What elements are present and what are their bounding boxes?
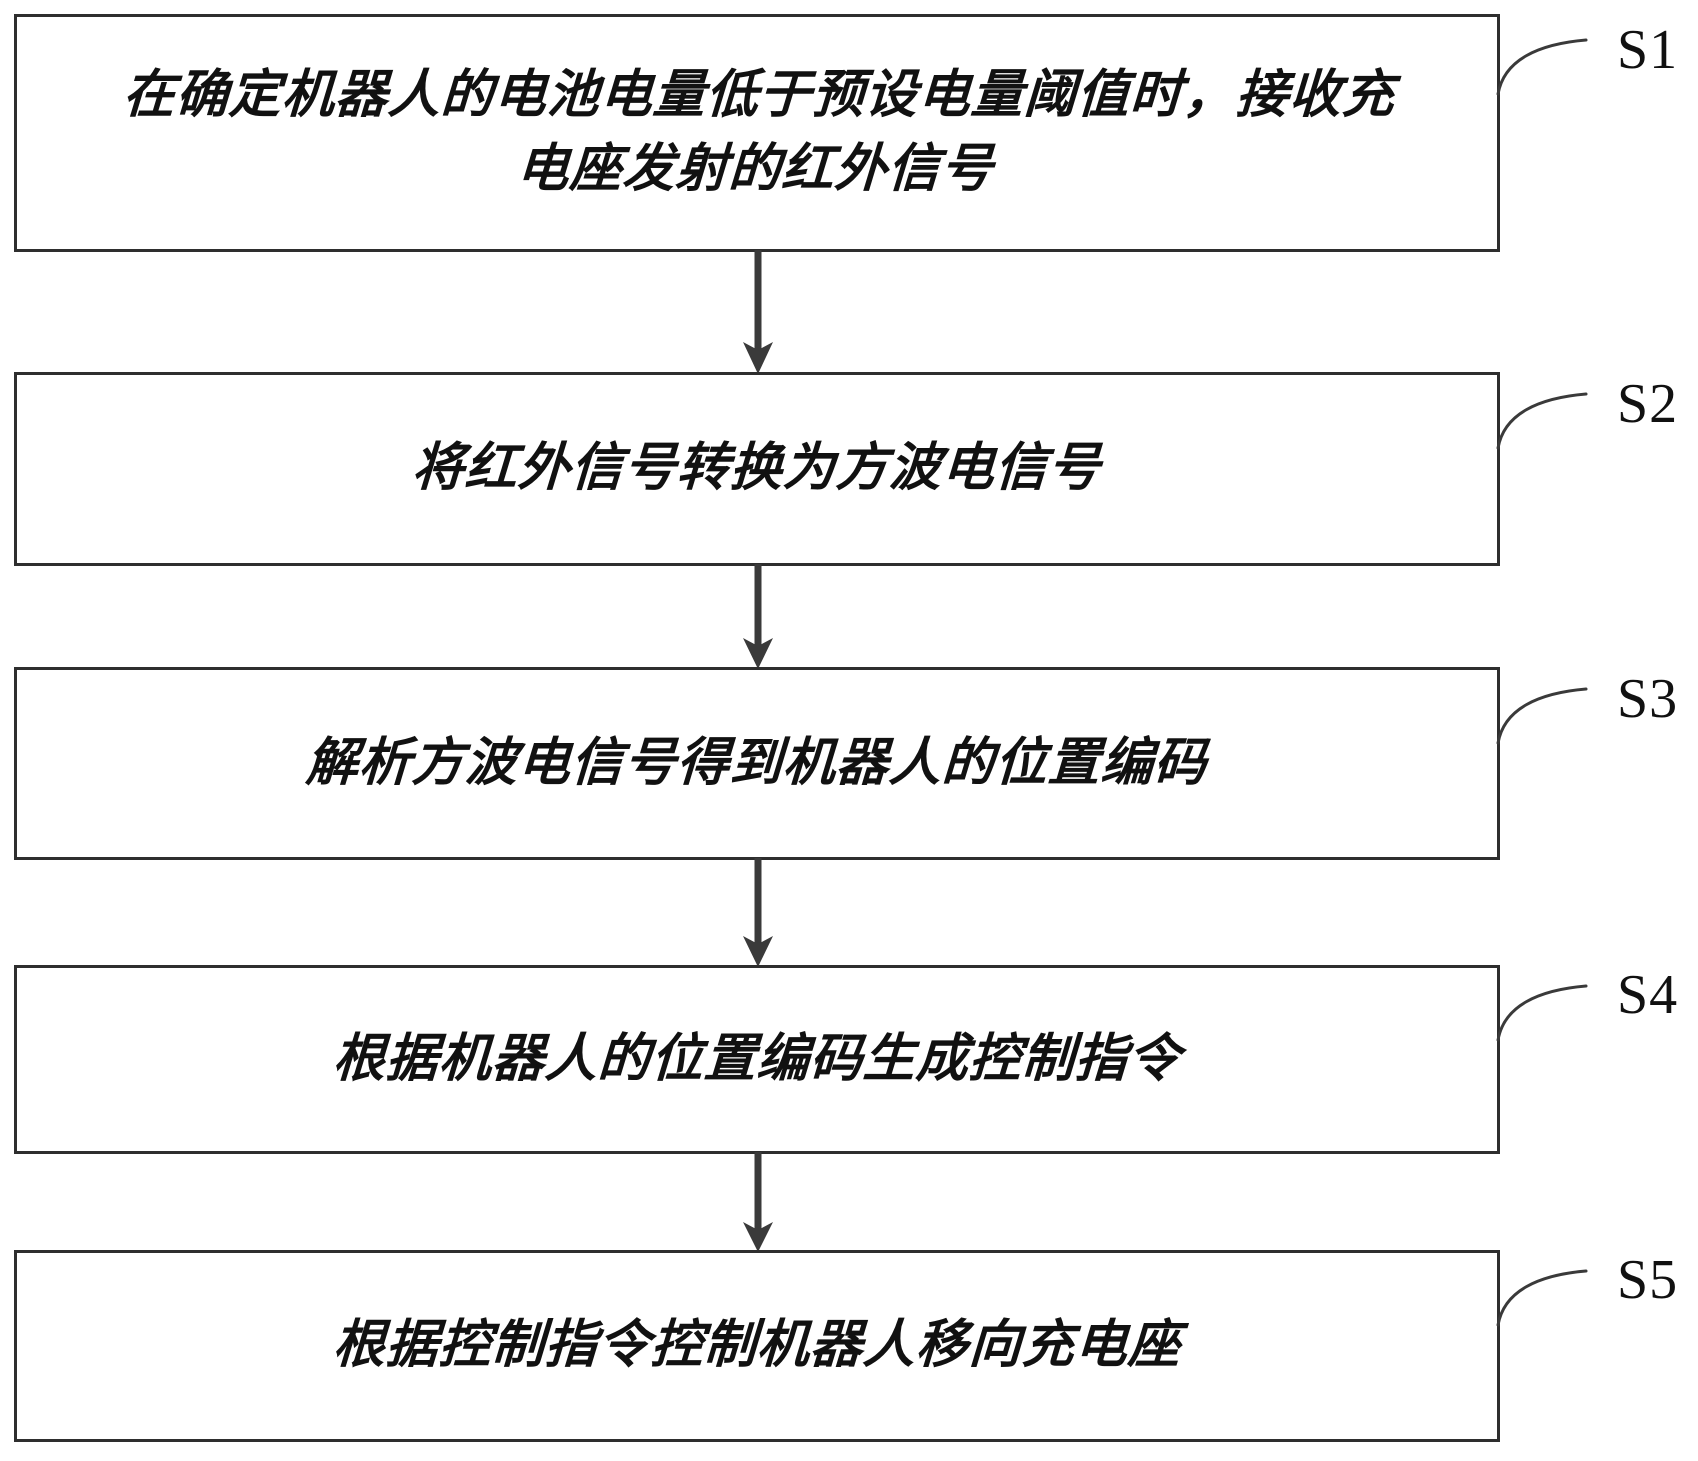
step-label-s1: S1 [1617, 19, 1679, 81]
flow-arrow-s3-to-s4 [743, 858, 773, 967]
step-label-s2: S2 [1617, 373, 1679, 435]
leader-line-s2 [1496, 392, 1588, 450]
flowchart-step-box-s5: 根据控制指令控制机器人移向充电座 [14, 1250, 1500, 1442]
flowchart-step-box-s4: 根据机器人的位置编码生成控制指令 [14, 965, 1500, 1154]
leader-line-s5 [1496, 1269, 1588, 1327]
step-text-s1: 在确定机器人的电池电量低于预设电量阈值时，接收充 电座发射的红外信号 [121, 67, 1397, 198]
step-text-s2: 将红外信号转换为方波电信号 [411, 440, 1104, 498]
step-text-s4: 根据机器人的位置编码生成控制指令 [331, 1030, 1183, 1088]
flow-arrow-s2-to-s3 [743, 564, 773, 669]
step-text-s5: 根据控制指令控制机器人移向充电座 [331, 1317, 1183, 1375]
leader-line-s1 [1496, 38, 1588, 96]
flowchart-step-box-s3: 解析方波电信号得到机器人的位置编码 [14, 667, 1500, 860]
leader-line-s4 [1496, 984, 1588, 1042]
leader-line-s3 [1496, 687, 1588, 745]
flow-arrow-s4-to-s5 [743, 1152, 773, 1252]
flow-arrow-s1-to-s2 [743, 250, 773, 374]
step-label-s3: S3 [1617, 668, 1679, 730]
flowchart-step-box-s1: 在确定机器人的电池电量低于预设电量阈值时，接收充 电座发射的红外信号 [14, 14, 1500, 252]
flowchart-step-box-s2: 将红外信号转换为方波电信号 [14, 372, 1500, 566]
step-text-s3: 解析方波电信号得到机器人的位置编码 [305, 734, 1210, 792]
step-label-s5: S5 [1617, 1249, 1679, 1311]
step-label-s4: S4 [1617, 964, 1679, 1026]
